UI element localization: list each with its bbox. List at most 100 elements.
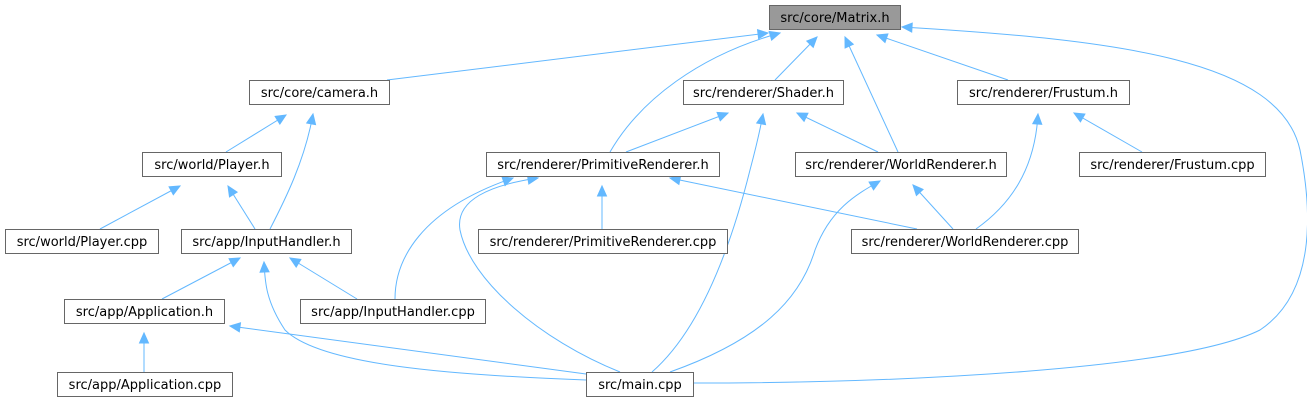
edges-layer xyxy=(99,22,1307,384)
arrow-head-icon xyxy=(305,112,317,126)
edge-line xyxy=(844,36,899,153)
node-worldrend-cpp[interactable]: src/renderer/WorldRenderer.cpp xyxy=(851,229,1079,254)
edge-line xyxy=(394,177,514,300)
arrow-head-icon xyxy=(596,184,608,197)
node-label: src/world/Player.h xyxy=(154,158,269,173)
node-inputhandler-cpp[interactable]: src/app/InputHandler.cpp xyxy=(300,299,486,324)
edge-primrend-cpp-to-primrend-h xyxy=(596,184,608,229)
edge-camera-h-to-matrix-h xyxy=(386,29,770,81)
edge-line xyxy=(161,257,241,300)
arrow-head-icon xyxy=(756,29,770,40)
edge-line xyxy=(386,32,769,81)
edge-line xyxy=(609,32,781,153)
arrow-head-icon xyxy=(912,184,924,197)
node-box[interactable] xyxy=(1079,152,1266,177)
edge-application-cpp-to-application-h xyxy=(138,331,150,372)
node-shader-h[interactable]: src/renderer/Shader.h xyxy=(683,80,844,105)
arrow-head-icon xyxy=(259,260,270,273)
edge-frustum-h-to-matrix-h xyxy=(875,33,1009,81)
arrow-head-icon xyxy=(138,331,150,344)
edge-inputhandler-h-to-camera-h xyxy=(269,112,317,230)
arrow-head-icon xyxy=(227,184,239,198)
edge-main-cpp-to-application-h xyxy=(228,322,587,375)
edge-inputhandler-cpp-to-inputhandler-h xyxy=(288,257,358,300)
arrow-head-icon xyxy=(875,33,889,44)
edge-primrend-h-to-matrix-h xyxy=(609,30,782,153)
arrow-head-icon xyxy=(768,30,782,41)
node-box[interactable] xyxy=(64,299,225,324)
node-box[interactable] xyxy=(142,152,282,177)
node-player-cpp[interactable]: src/world/Player.cpp xyxy=(5,229,159,254)
node-player-h[interactable]: src/world/Player.h xyxy=(142,152,282,177)
node-label: src/app/Application.cpp xyxy=(69,378,222,393)
edge-main-cpp-to-matrix-h xyxy=(692,22,1307,384)
arrow-head-icon xyxy=(274,114,288,125)
node-box[interactable] xyxy=(486,152,720,177)
arrow-head-icon xyxy=(795,112,809,123)
edge-line xyxy=(876,34,1009,81)
node-main-cpp[interactable]: src/main.cpp xyxy=(586,372,694,397)
node-label: src/core/camera.h xyxy=(261,86,378,101)
arrow-head-icon xyxy=(288,257,302,268)
node-box[interactable] xyxy=(586,372,694,397)
node-label: src/renderer/PrimitiveRenderer.h xyxy=(497,158,708,173)
node-worldrend-h[interactable]: src/renderer/WorldRenderer.h xyxy=(795,152,1007,177)
node-box[interactable] xyxy=(769,5,901,30)
arrow-head-icon xyxy=(900,22,913,33)
edge-main-cpp-to-shader-h xyxy=(651,112,767,373)
edge-line xyxy=(269,113,314,230)
node-box[interactable] xyxy=(300,299,486,324)
node-box[interactable] xyxy=(181,229,352,254)
nodes-layer: src/core/Matrix.h src/core/camera.h src/re… xyxy=(5,5,1266,397)
node-label: src/renderer/WorldRenderer.h xyxy=(805,158,996,173)
edge-application-h-to-inputhandler-h xyxy=(161,257,242,300)
arrow-head-icon xyxy=(228,257,242,268)
node-application-h[interactable]: src/app/Application.h xyxy=(64,299,225,324)
edge-line xyxy=(669,180,881,373)
node-box[interactable] xyxy=(249,80,390,105)
node-label: src/renderer/PrimitiveRenderer.cpp xyxy=(490,235,717,250)
arrow-head-icon xyxy=(805,36,818,49)
node-label: src/app/InputHandler.cpp xyxy=(311,305,475,320)
edge-line xyxy=(651,113,764,373)
node-box[interactable] xyxy=(57,372,233,397)
edge-line xyxy=(459,177,621,373)
node-label: src/app/Application.h xyxy=(76,305,213,320)
edge-inputhandler-cpp-to-primrend-h xyxy=(394,176,515,300)
edge-worldrend-h-to-shader-h xyxy=(795,112,879,153)
edge-main-cpp-to-worldrend-h xyxy=(669,180,882,373)
edge-line xyxy=(625,112,729,153)
node-box[interactable] xyxy=(478,229,728,254)
edge-player-cpp-to-player-h xyxy=(99,185,182,230)
arrow-head-icon xyxy=(1072,112,1086,123)
node-matrix-h[interactable]: src/core/Matrix.h xyxy=(769,5,901,30)
node-box[interactable] xyxy=(851,229,1079,254)
node-label: src/renderer/Frustum.h xyxy=(969,86,1118,101)
node-box[interactable] xyxy=(683,80,844,105)
edge-worldrend-cpp-to-worldrend-h xyxy=(912,184,954,230)
node-camera-h[interactable]: src/core/camera.h xyxy=(249,80,390,105)
node-label: src/core/Matrix.h xyxy=(780,11,889,26)
node-label: src/renderer/Frustum.cpp xyxy=(1090,158,1254,173)
node-label: src/renderer/Shader.h xyxy=(693,86,834,101)
node-label: src/main.cpp xyxy=(598,378,682,393)
node-frustum-cpp[interactable]: src/renderer/Frustum.cpp xyxy=(1079,152,1266,177)
arrow-head-icon xyxy=(168,185,182,196)
node-application-cpp[interactable]: src/app/Application.cpp xyxy=(57,372,233,397)
node-inputhandler-h[interactable]: src/app/InputHandler.h xyxy=(181,229,352,254)
node-primrend-cpp[interactable]: src/renderer/PrimitiveRenderer.cpp xyxy=(478,229,728,254)
edge-shader-h-to-matrix-h xyxy=(774,36,818,81)
node-label: src/app/InputHandler.h xyxy=(192,235,340,250)
edge-line xyxy=(1073,112,1143,153)
node-box[interactable] xyxy=(5,229,159,254)
edge-primrend-h-to-shader-h xyxy=(625,111,730,153)
node-box[interactable] xyxy=(795,152,1007,177)
edge-line xyxy=(796,112,879,153)
edge-line xyxy=(225,114,287,153)
node-primrend-h[interactable]: src/renderer/PrimitiveRenderer.h xyxy=(486,152,720,177)
edge-line xyxy=(229,325,587,375)
edge-inputhandler-h-to-player-h xyxy=(227,184,256,230)
node-box[interactable] xyxy=(957,80,1130,105)
node-frustum-h[interactable]: src/renderer/Frustum.h xyxy=(957,80,1130,105)
